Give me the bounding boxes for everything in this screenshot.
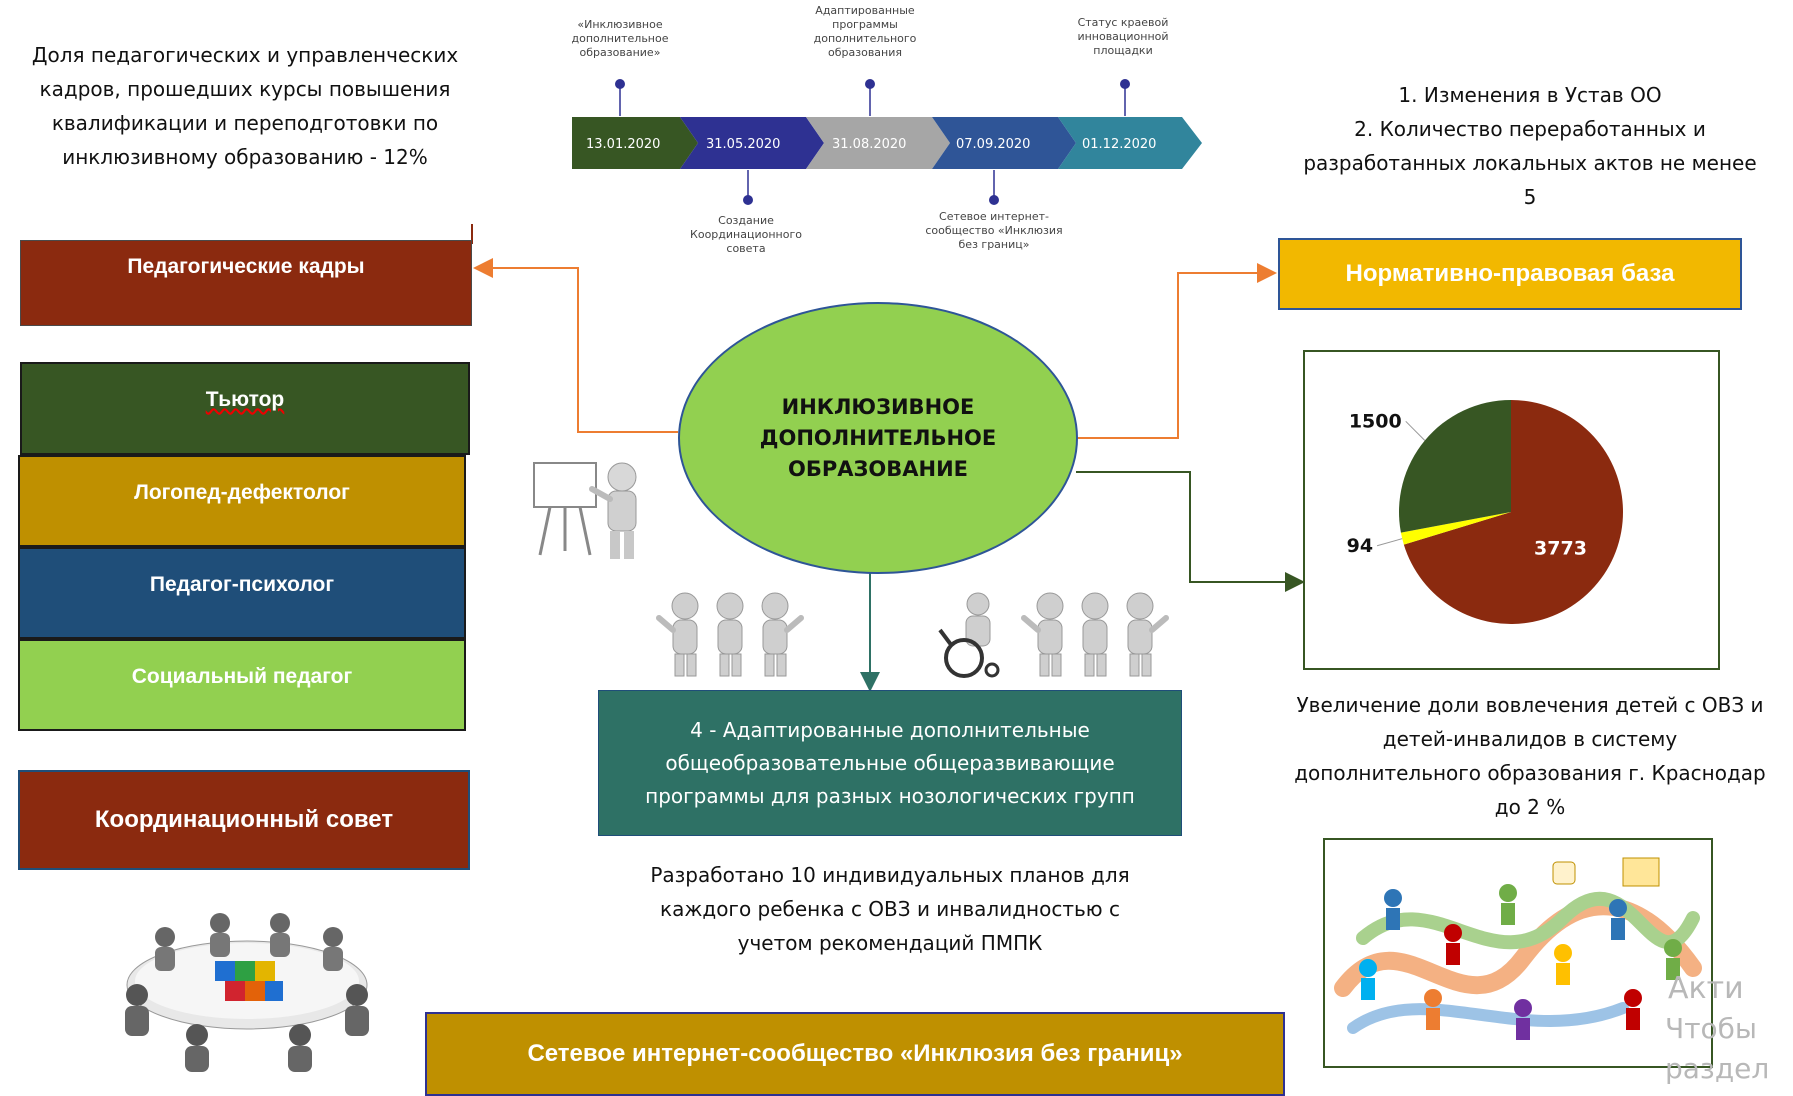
timeline-pin-below-2 [989, 195, 999, 205]
adapted-programs-box: 4 - Адаптированные дополнительные общеоб… [598, 690, 1182, 836]
timeline-bar: 13.01.2020 31.05.2020 31.08.2020 07.09.2… [572, 117, 1202, 169]
timeline-pin-above-2 [865, 79, 875, 89]
network-community-box: Сетевое интернет-сообщество «Инклюзия бе… [425, 1012, 1285, 1096]
pie-leader-3 [1405, 420, 1426, 441]
individual-plans-text: Разработано 10 индивидуальных планов для… [650, 863, 1130, 955]
timeline-segment-4 [932, 117, 1076, 169]
timeline-pins [615, 79, 1130, 205]
timeline-label-inclusive: «Инклюзивное дополнительное образование» [571, 18, 669, 59]
pie-slice-1 [1403, 400, 1623, 624]
activation-watermark-line3: раздел [1665, 1052, 1770, 1085]
timeline-label-status: Статус краевой инновационной площадки [1077, 16, 1169, 57]
center-ellipse-text: ИНКЛЮЗИВНОЕ ДОПОЛНИТЕЛЬНОЕ ОБРАЗОВАНИЕ [759, 394, 997, 481]
arrow-to-chart [1076, 471, 1305, 592]
timeline-pin-above-3 [1120, 79, 1130, 89]
timeline-segment-2 [680, 117, 824, 169]
wheelchair-figure [938, 592, 1000, 678]
legal-framework-box: Нормативно-правовая база [1278, 238, 1742, 310]
arrow-to-staff [473, 258, 678, 433]
role-tutor: Тьютор [20, 362, 470, 455]
network-people-figure [1323, 838, 1713, 1068]
engagement-increase-text: Увеличение доли вовлечения детей с ОВЗ и… [1294, 693, 1766, 819]
pie-label-2: 94 [1347, 535, 1373, 557]
adapted-programs-text: 4 - Адаптированные дополнительные общеоб… [645, 717, 1135, 808]
center-ellipse: ИНКЛЮЗИВНОЕ ДОПОЛНИТЕЛЬНОЕ ОБРАЗОВАНИЕ [678, 302, 1078, 574]
activation-watermark-line1: Акти [1668, 971, 1744, 1006]
staff-share-text: Доля педагогических и управленческих кад… [31, 43, 459, 169]
timeline-segment-5 [1058, 117, 1202, 169]
timeline-label-council: Создание Координационного совета [690, 214, 802, 255]
activation-watermark-line2: Чтобы [1665, 1012, 1758, 1045]
timeline-segment-3 [806, 117, 950, 169]
pie-slice-2 [1400, 512, 1511, 545]
timeline-date-5: 01.12.2020 [1082, 137, 1156, 152]
timeline-pin-above-1 [615, 79, 625, 89]
pie-leader-2 [1376, 538, 1403, 547]
pie-label-1: 3773 [1534, 538, 1587, 560]
role-psychologist: Педагог-психолог [18, 547, 466, 639]
timeline-date-3: 31.08.2020 [832, 137, 906, 152]
presenter-figure [533, 462, 637, 559]
role-speech-therapist: Логопед-дефектолог [18, 455, 466, 547]
council-box: Координационный совет [18, 770, 470, 870]
people-group-right-figure [1021, 592, 1169, 677]
pie-label-3: 1500 [1349, 410, 1402, 432]
timeline-date-2: 31.05.2020 [706, 137, 780, 152]
timeline-label-adapted-programs: Адаптированные программы дополнительного… [813, 4, 917, 59]
timeline-label-network: Сетевое интернет-сообщество «Инклюзия бе… [925, 210, 1063, 251]
charter-changes-text: 1. Изменения в Устав ОО [1398, 83, 1662, 107]
people-group-left-figure [656, 592, 804, 677]
timeline-segment-1 [572, 117, 698, 169]
pie-chart: 3773 94 1500 [1303, 350, 1720, 670]
role-social-pedagogue: Социальный педагог [18, 639, 466, 731]
arrow-to-legal [1076, 263, 1277, 439]
timeline-date-4: 07.09.2020 [956, 137, 1030, 152]
pie-slice-3 [1399, 400, 1511, 533]
round-table-figure [125, 913, 369, 1072]
staff-box: Педагогические кадры [20, 240, 472, 326]
timeline-pin-below-1 [743, 195, 753, 205]
local-acts-text: 2. Количество переработанных и разработа… [1303, 117, 1757, 209]
timeline-date-1: 13.01.2020 [586, 137, 660, 152]
